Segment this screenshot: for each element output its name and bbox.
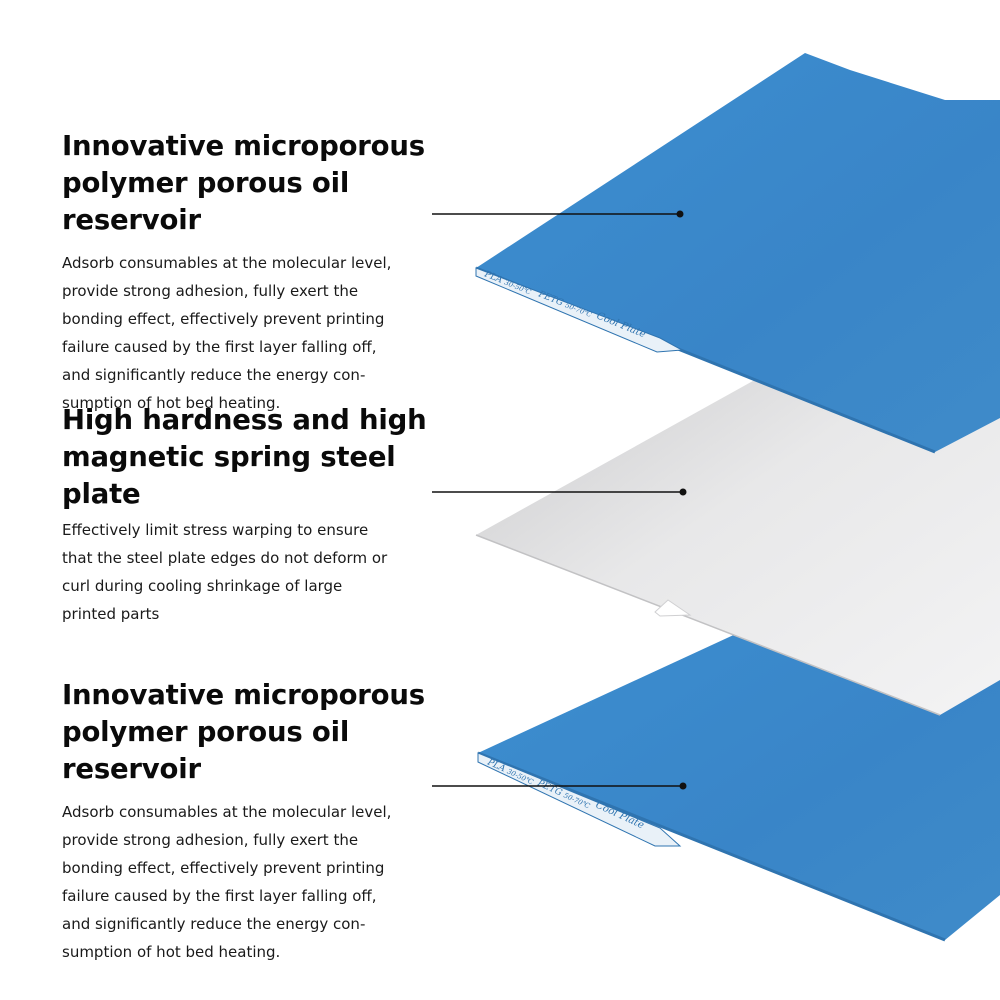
feature-description: Effectively limit stress warping to ensu…	[62, 521, 388, 623]
feature-description: Adsorb consumables at the molecular leve…	[62, 803, 392, 961]
feature-block-oil-reservoir-bottom: Innovative microporous polymer porous oi…	[62, 677, 442, 966]
callout-line-3	[432, 782, 687, 790]
callout-line-2	[432, 488, 687, 496]
feature-description: Adsorb consumables at the molecular leve…	[62, 254, 392, 412]
callout-line-1	[432, 210, 684, 218]
top-blue-plate: PLA 30-50℃ PETG 50-70℃ Cool Plate	[475, 53, 1000, 454]
feature-block-steel-plate: High hardness and high magnetic spring s…	[62, 402, 442, 628]
feature-heading: Innovative microporous polymer porous oi…	[62, 679, 425, 785]
feature-block-oil-reservoir-top: Innovative microporous polymer porous oi…	[62, 128, 442, 417]
steel-plate	[475, 352, 1000, 716]
feature-heading: Innovative microporous polymer porous oi…	[62, 130, 425, 236]
feature-heading: High hardness and high magnetic spring s…	[62, 404, 427, 510]
